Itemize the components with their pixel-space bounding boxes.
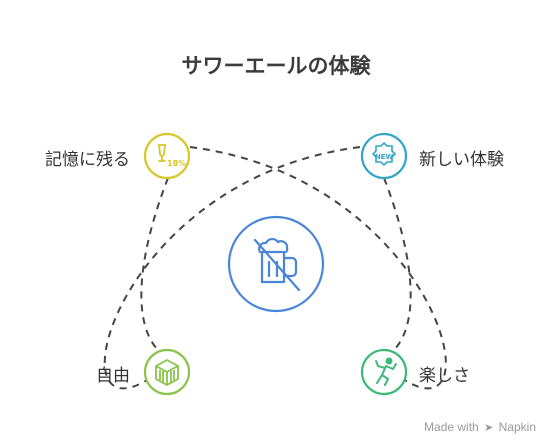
svg-text:NEW: NEW [375, 153, 394, 161]
node-top-right: NEW [360, 132, 408, 180]
new-badge-icon: NEW [371, 141, 397, 167]
napkin-credit[interactable]: Made with ➤ Napkin [424, 420, 536, 434]
center-node [227, 215, 325, 313]
no-beer-icon [253, 237, 301, 292]
connector-arc-top-right [383, 177, 412, 351]
diagram-title: サワーエールの体験 [181, 54, 371, 78]
connector-arc-top-left [140, 177, 169, 351]
node-label-top-left: 記憶に残る [45, 150, 130, 170]
node-label-bottom-right: 楽しさ [419, 366, 470, 386]
connector-curve-right [103, 146, 361, 390]
alcohol-percent-icon: 18% [157, 144, 186, 168]
dancing-person-icon [375, 357, 397, 386]
node-top-left: 18% [143, 132, 191, 180]
svg-text:18%: 18% [167, 159, 186, 168]
napkin-logo-icon: ➤ [484, 422, 494, 434]
napkin-brand-text: Napkin [498, 420, 536, 434]
node-label-top-right: 新しい体験 [419, 150, 504, 170]
connector-curve-left [189, 146, 447, 390]
cube-icon [155, 359, 179, 386]
node-label-bottom-left: 自由 [96, 366, 130, 386]
node-bottom-left [143, 348, 191, 396]
made-with-text: Made with [424, 420, 479, 434]
node-bottom-right [360, 348, 408, 396]
